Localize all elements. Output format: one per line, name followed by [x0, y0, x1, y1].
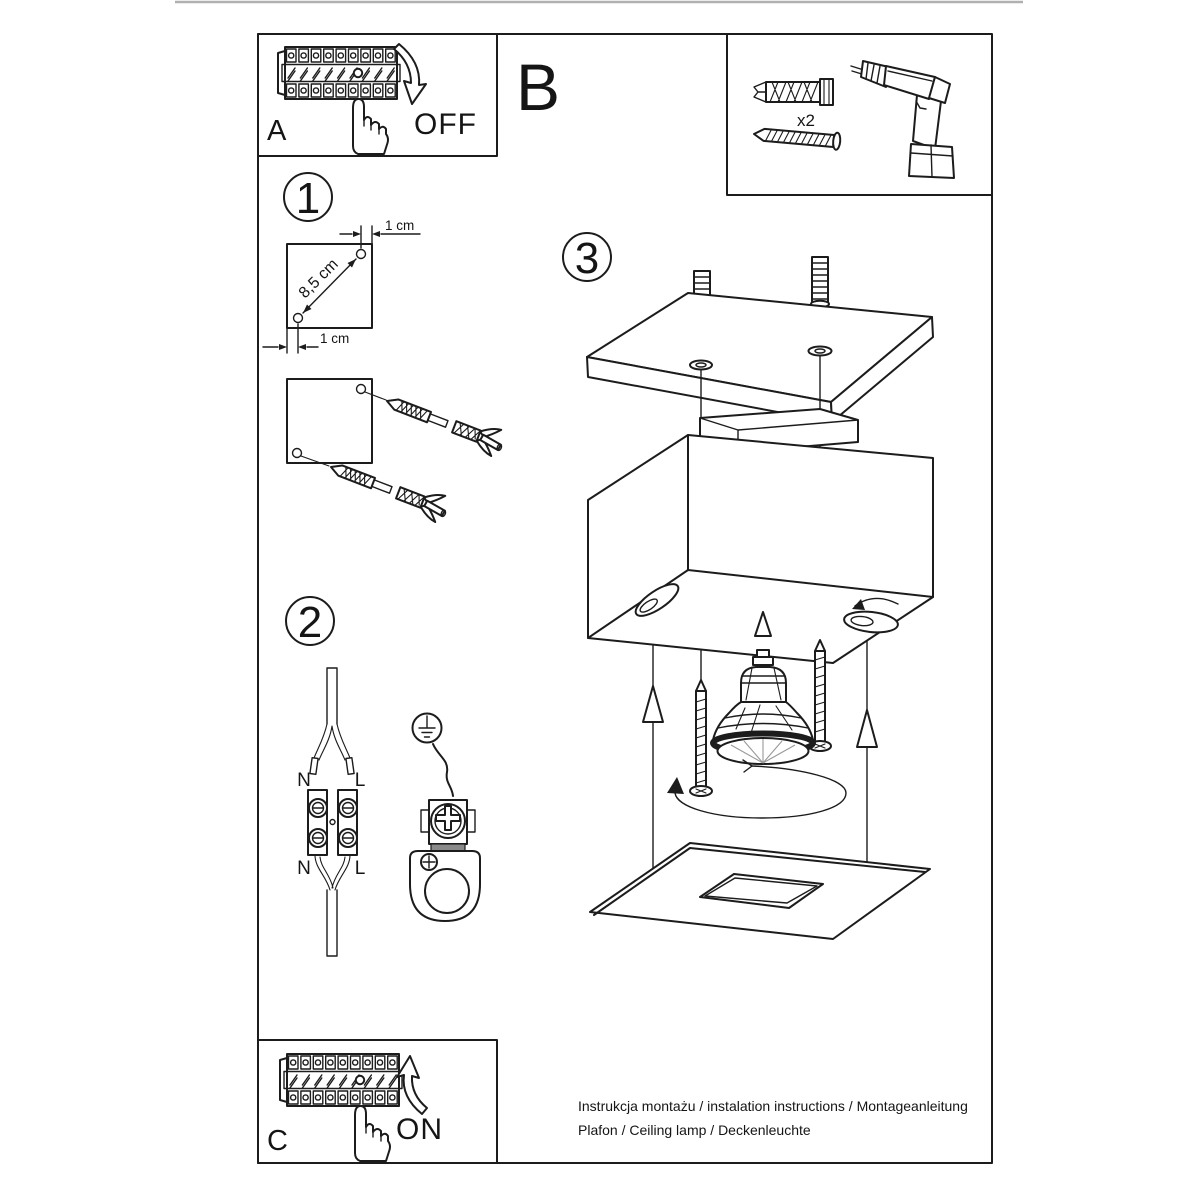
- dimension-bottom-label: 1 cm: [320, 331, 349, 346]
- step-2-badge: [285, 596, 335, 646]
- footer: Instrukcja montażu / instalation instruc…: [578, 1098, 968, 1138]
- up-arrow-icon: [754, 611, 772, 637]
- circuit-breaker-icon: [278, 47, 400, 99]
- power-off-label: OFF: [414, 108, 477, 141]
- phillips-screw-icon: [435, 805, 461, 831]
- ground-connection-drawing: [409, 712, 481, 922]
- step-3-badge: [562, 232, 612, 282]
- rotate-arrow-icon: [667, 759, 847, 819]
- step-3-assembly: 3: [562, 232, 934, 940]
- panel-a-label: A: [267, 115, 287, 147]
- circuit-breaker-icon: [280, 1054, 402, 1106]
- up-arrow-icon: [642, 685, 664, 723]
- drilling-drawing: [286, 378, 509, 526]
- up-arrow-icon: [856, 709, 878, 748]
- wire-live-top-label: L: [355, 770, 366, 791]
- quantity-label: x2: [797, 111, 815, 130]
- power-on-label: ON: [396, 1113, 443, 1146]
- step-1-badge: [283, 172, 333, 222]
- step-1-marking: 1 8,5 cm 1 cm 1 cm: [262, 172, 509, 526]
- dimension-top-label: 1 cm: [385, 218, 414, 233]
- step-1-number: 1: [296, 174, 320, 223]
- drill-icon: [850, 60, 955, 179]
- panel-c-label: C: [267, 1125, 288, 1157]
- footer-title-line2: Plafon / Ceiling lamp / Deckenleuchte: [578, 1122, 811, 1138]
- diffuser-plate-drawing: [589, 842, 931, 940]
- ground-symbol-icon: [411, 712, 443, 744]
- wall-plug-icon: [810, 256, 830, 309]
- dimension-diagonal-label: 8,5 cm: [296, 256, 342, 302]
- wire-neutral-top-label: N: [297, 770, 311, 791]
- curved-arrow-up-icon: [396, 1055, 428, 1115]
- terminal-block-drawing: N L N L: [297, 667, 366, 957]
- wire-live-bottom-label: L: [355, 858, 366, 879]
- section-b-label: B: [516, 50, 560, 124]
- panel-a-power-off: A OFF: [257, 33, 498, 157]
- panel-c-power-on: C ON: [257, 1039, 498, 1164]
- mounting-plate-drawing: [586, 256, 934, 423]
- lamp-base-drawing: [409, 850, 481, 922]
- mounting-screw-icon: [808, 639, 832, 752]
- wire-neutral-bottom-label: N: [297, 858, 311, 879]
- screw-icon: [753, 127, 842, 151]
- step-2-number: 2: [298, 598, 322, 647]
- marking-template-drawing: 8,5 cm 1 cm 1 cm: [262, 218, 421, 354]
- curved-arrow-down-icon: [393, 43, 427, 105]
- wall-plug-icon: [753, 78, 834, 106]
- bulb-icon: [710, 649, 816, 765]
- panel-b-tools: x2: [726, 33, 993, 196]
- step-3-number: 3: [575, 234, 599, 283]
- step-2-wiring: 2 N L N L: [285, 596, 481, 957]
- footer-title-line1: Instrukcja montażu / instalation instruc…: [578, 1098, 968, 1114]
- lamp-body-drawing: [587, 408, 934, 664]
- mounting-screw-icon: [689, 679, 713, 797]
